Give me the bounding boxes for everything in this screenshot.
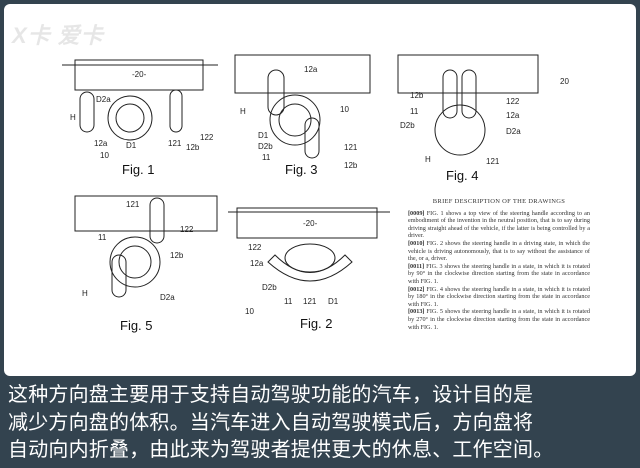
part-label: D2a xyxy=(506,127,521,136)
part-label: 121 xyxy=(486,157,500,166)
part-label: D2b xyxy=(258,142,273,151)
part-label: 10 xyxy=(245,307,254,316)
part-label: D2b xyxy=(400,121,415,130)
patent-drawing-panel xyxy=(4,4,636,376)
fig4-label: Fig. 4 xyxy=(446,168,479,183)
part-label: 122 xyxy=(200,133,214,142)
figure-5: 121 11 122 12b H D2a Fig. 5 xyxy=(74,195,218,333)
paragraph-0013: [0013] FIG. 5 shows the steering handle … xyxy=(408,308,590,331)
paragraph-0011: [0011] FIG. 3 shows the steering handle … xyxy=(408,263,590,286)
paragraph-text: FIG. 1 shows a top view of the steering … xyxy=(408,209,591,240)
brief-title: BRIEF DESCRIPTION OF THE DRAWINGS xyxy=(432,198,566,205)
part-label: 12a xyxy=(304,65,318,74)
part-label: D2a xyxy=(96,95,111,104)
part-label: 10 xyxy=(340,105,349,114)
part-label: D1 xyxy=(258,131,269,140)
patent-figures: -20- D2a H 12a 121 D1 122 12b 10 Fig. 1 … xyxy=(62,54,569,333)
part-label: 12b xyxy=(410,91,424,100)
figure-1: -20- D2a H 12a 121 D1 122 12b 10 Fig. 1 xyxy=(62,59,218,177)
part-label: D2b xyxy=(262,283,277,292)
part-label: 11 xyxy=(284,297,293,306)
part-label: H xyxy=(82,289,88,298)
part-label: 11 xyxy=(98,233,107,242)
part-label: 12b xyxy=(170,251,184,260)
part-label: 121 xyxy=(126,200,140,209)
part-label: 121 xyxy=(344,143,358,152)
part-label: 12b xyxy=(344,161,358,170)
paragraph-text: FIG. 3 shows the steering handle in a st… xyxy=(408,262,590,285)
fig3-label: Fig. 3 xyxy=(285,162,318,177)
part-label: 122 xyxy=(180,225,194,234)
paragraph-text: FIG. 4 shows the steering handle in a st… xyxy=(408,285,590,308)
caption-line: 减少方向盘的体积。当汽车进入自动驾驶模式后，方向盘将 xyxy=(8,409,534,434)
paragraph-number: [0011] xyxy=(408,262,425,270)
paragraph-number: [0012] xyxy=(408,285,425,293)
part-label: 122 xyxy=(248,243,262,252)
brief-description: BRIEF DESCRIPTION OF THE DRAWINGS [0009]… xyxy=(408,198,590,331)
paragraph-number: [0013] xyxy=(408,308,425,316)
paragraph-0010: [0010] FIG. 2 shows the steering handle … xyxy=(408,240,590,263)
fig1-label: Fig. 1 xyxy=(122,162,155,177)
part-label: 12a xyxy=(506,111,520,120)
part-label: 11 xyxy=(262,153,271,162)
part-label: 12a xyxy=(250,259,264,268)
part-label: D1 xyxy=(126,141,137,150)
figure-4: 20 12b 122 D2b 11 12a D2a H 121 Fig. 4 xyxy=(397,54,569,183)
fig5-label: Fig. 5 xyxy=(120,318,153,333)
part-label: H xyxy=(425,155,431,164)
part-label: 122 xyxy=(506,97,520,106)
caption: 这种方向盘主要用于支持自动驾驶功能的汽车，设计目的是 减少方向盘的体积。当汽车进… xyxy=(8,381,638,464)
part-label: 12b xyxy=(186,143,200,152)
part-label: D2a xyxy=(160,293,175,302)
part-label: 11 xyxy=(410,107,419,116)
part-label: 121 xyxy=(168,139,182,148)
part-label: 12a xyxy=(94,139,108,148)
part-label: 121 xyxy=(303,297,317,306)
part-label: H xyxy=(240,107,246,116)
part-label: D1 xyxy=(328,297,339,306)
paragraph-0012: [0012] FIG. 4 shows the steering handle … xyxy=(408,286,590,309)
fig4-top-label: 20 xyxy=(560,77,569,86)
paragraph-number: [0010] xyxy=(408,239,425,247)
figure-2: -20- 122 12a D2b 11 121 D1 10 Fig. 2 xyxy=(228,207,390,331)
figure-3: 12a H 10 D1 D2b 11 121 12b Fig. 3 xyxy=(234,54,371,177)
part-label: 10 xyxy=(100,151,109,160)
paragraph-text: FIG. 5 shows the steering handle in a st… xyxy=(408,308,590,331)
paragraph-0009: [0009] FIG. 1 shows a top view of the st… xyxy=(408,210,590,240)
fig1-top-label: -20- xyxy=(132,70,147,79)
caption-line: 自动向内折叠，由此来为驾驶者提供更大的休息、工作空间。 xyxy=(8,437,554,461)
fig2-label: Fig. 2 xyxy=(300,316,333,331)
fig2-top-label: -20- xyxy=(303,219,318,228)
paragraph-text: FIG. 2 shows the steering handle in a dr… xyxy=(408,239,590,263)
paragraph-number: [0009] xyxy=(408,209,425,217)
caption-line: 这种方向盘主要用于支持自动驾驶功能的汽车，设计目的是 xyxy=(8,382,534,406)
watermark-logo: X卡 爱卡 xyxy=(12,23,104,48)
part-label: H xyxy=(70,113,76,122)
